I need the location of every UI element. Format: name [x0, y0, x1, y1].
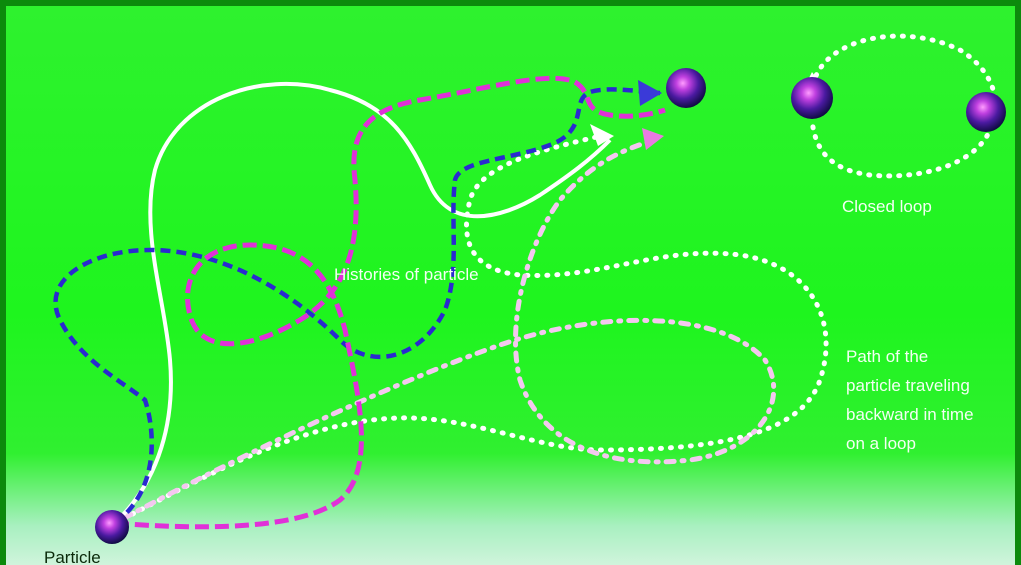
- closed-loop-label: Closed loop: [842, 197, 932, 216]
- backward-path-label-line1: Path of the: [846, 347, 928, 366]
- end-sphere-icon: [666, 68, 706, 108]
- histories-label: Histories of particle: [334, 265, 479, 284]
- loop-sphere-right-icon: [966, 92, 1006, 132]
- loop-sphere-left-icon: [791, 77, 833, 119]
- backward-path-label-line2: particle traveling: [846, 376, 970, 395]
- backward-path-label-line4: on a loop: [846, 434, 916, 453]
- particle-label: Particle: [44, 548, 101, 565]
- particle-sphere-icon: [95, 510, 129, 544]
- backward-path-label-line3: backward in time: [846, 405, 974, 424]
